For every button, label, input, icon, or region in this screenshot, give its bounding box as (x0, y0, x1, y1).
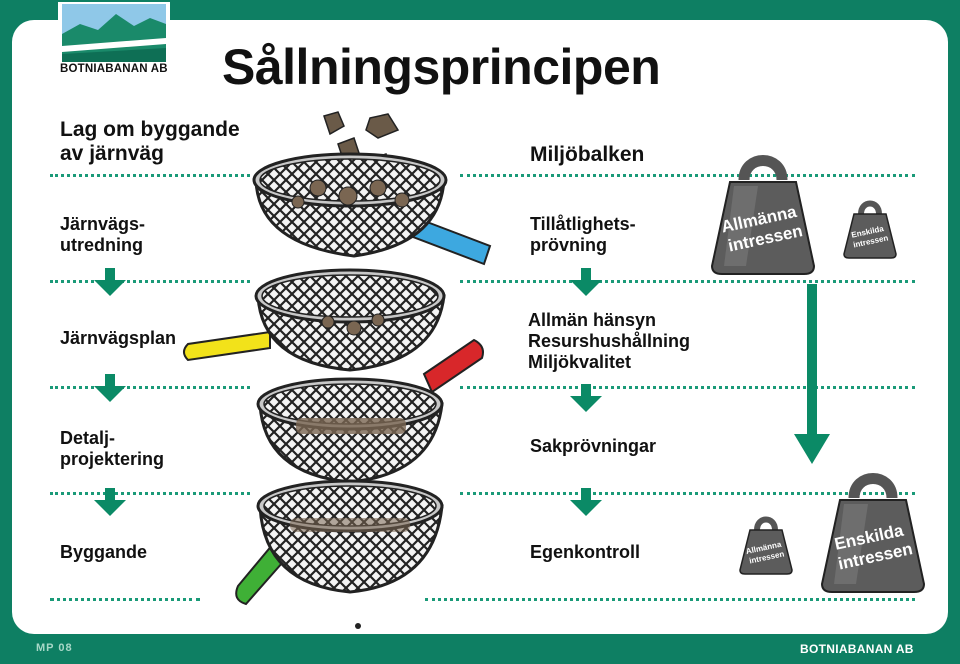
weight-small-bottom: Allmänna intressen (739, 516, 793, 575)
right-divider-2 (460, 280, 915, 283)
left-step-jarnvagsutredning: Järnvägs- utredning (60, 214, 146, 255)
right-step-sakprovningar: Sakprövningar (530, 436, 657, 456)
botniabanan-logo: BOTNIABANAN AB (58, 2, 170, 78)
right-divider-4 (460, 492, 915, 495)
down-arrow-icon (94, 268, 126, 296)
right-step-allman-hansyn: Allmän hänsyn Resurshushållning Miljökva… (528, 310, 691, 372)
left-column-header: Lag om byggande av järnväg (60, 118, 240, 165)
sieve-4 (235, 479, 444, 606)
sieve-3 (256, 338, 484, 484)
left-divider-2 (50, 280, 250, 283)
left-divider-5 (50, 598, 200, 601)
sieve-1 (252, 152, 492, 266)
right-divider-5 (425, 598, 915, 601)
left-step-jarnvagsplan: Järnvägsplan (60, 328, 177, 348)
right-divider-1 (460, 174, 915, 177)
sieve-handle-yellow (183, 330, 271, 362)
sieve-handle-red (422, 338, 484, 394)
sieve-2 (183, 268, 446, 372)
down-arrow-icon (94, 488, 126, 516)
slide-panel (12, 20, 948, 634)
sieve-stack-illustration (183, 111, 492, 629)
right-step-tillatlighetsprovning: Tillåtlighets- prövning (530, 214, 636, 255)
left-divider-1 (50, 174, 250, 177)
left-divider-4 (50, 492, 250, 495)
right-divider-3 (460, 386, 915, 389)
logo-text: BOTNIABANAN AB (60, 63, 168, 75)
left-divider-3 (50, 386, 250, 389)
logo-mark-icon (62, 4, 166, 62)
left-step-detaljprojektering: Detalj- projektering (60, 428, 165, 469)
footer-company: BOTNIABANAN AB (800, 642, 914, 656)
weight-large-bottom: Enskilda intressen (820, 473, 926, 593)
down-arrow-icon (570, 384, 602, 412)
long-down-arrow-icon (794, 284, 830, 464)
right-column-header: Miljöbalken (530, 143, 645, 166)
weight-large-top: Allmänna intressen (710, 155, 816, 275)
weight-small-top: Enskilda intressen (843, 200, 897, 259)
left-step-byggande: Byggande (60, 542, 148, 562)
down-arrow-icon (570, 488, 602, 516)
down-arrow-icon (94, 374, 126, 402)
right-step-egenkontroll: Egenkontroll (530, 542, 641, 562)
page-title: Sållningsprincipen (222, 39, 661, 95)
down-arrow-icon (570, 268, 602, 296)
footer-page-code: MP 08 (36, 642, 73, 654)
